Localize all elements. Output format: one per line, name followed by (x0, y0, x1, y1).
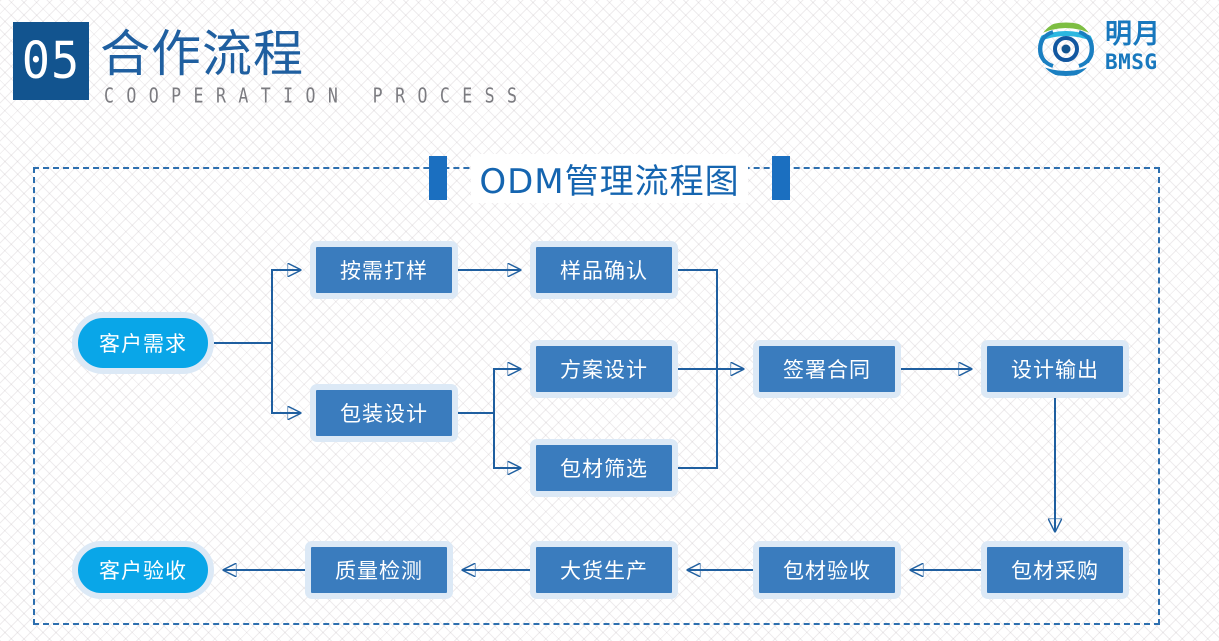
flow-node-label: 质量检测 (335, 559, 423, 583)
section-number-badge: 05 (13, 22, 89, 100)
flow-node-n5[interactable]: 方案设计 (530, 340, 678, 398)
flow-node-label: 大货生产 (560, 559, 648, 583)
flow-node-n9[interactable]: 包材采购 (981, 541, 1129, 599)
flow-node-n1[interactable]: 客户需求 (72, 312, 214, 374)
flow-node-label: 包装设计 (340, 402, 428, 426)
flow-node-n12[interactable]: 质量检测 (305, 541, 453, 599)
logo-wordmark: 明月 BMSG (1105, 19, 1205, 75)
flow-node-label: 设计输出 (1011, 358, 1099, 382)
flow-node-n10[interactable]: 包材验收 (753, 541, 901, 599)
flow-node-label: 客户验收 (99, 559, 187, 583)
flow-node-label: 签署合同 (783, 358, 871, 382)
logo-name-cn: 明月 (1105, 19, 1161, 50)
flow-node-n6[interactable]: 包材筛选 (530, 439, 678, 497)
flow-node-label: 包材验收 (783, 559, 871, 583)
flow-node-n7[interactable]: 签署合同 (753, 340, 901, 398)
flow-node-n2[interactable]: 按需打样 (310, 241, 458, 299)
flow-node-label: 样品确认 (560, 259, 648, 283)
flow-node-n8[interactable]: 设计输出 (981, 340, 1129, 398)
globe-logo-icon (1038, 22, 1094, 77)
flow-node-n13[interactable]: 客户验收 (72, 541, 214, 599)
flow-node-n11[interactable]: 大货生产 (530, 541, 678, 599)
page-title: 合作流程 (100, 25, 304, 83)
flow-node-label: 按需打样 (340, 259, 428, 283)
flow-node-label: 包材筛选 (560, 457, 648, 481)
slide-header: 05 合作流程 COOPERATION PROCESS (0, 0, 1219, 130)
flow-node-n3[interactable]: 包装设计 (310, 384, 458, 442)
flow-node-label: 方案设计 (560, 358, 648, 382)
company-logo: 明月 BMSG (1035, 18, 1205, 80)
logo-name-en: BMSG (1105, 50, 1158, 74)
flow-node-n4[interactable]: 样品确认 (530, 241, 678, 299)
flow-node-label: 包材采购 (1011, 559, 1099, 583)
flow-node-label: 客户需求 (99, 332, 187, 356)
section-number-text: 05 (21, 31, 81, 91)
page-subtitle: COOPERATION PROCESS (104, 84, 530, 109)
